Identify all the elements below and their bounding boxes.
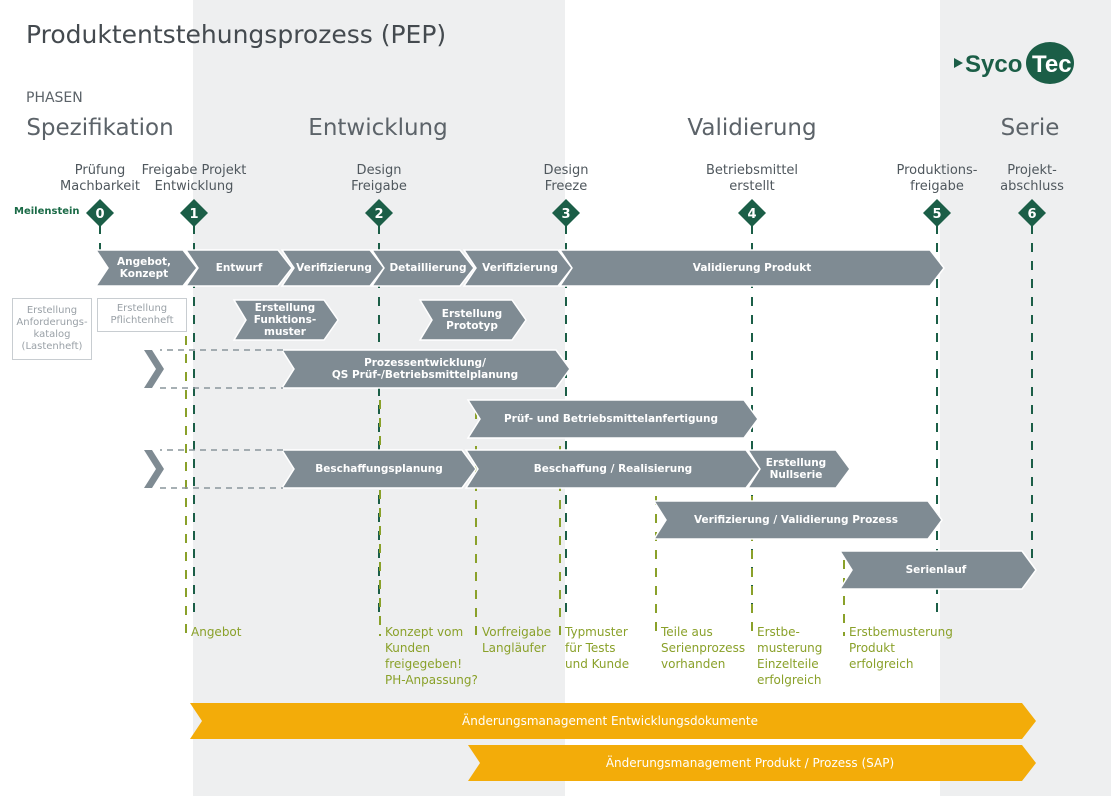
label-verifizierung-1: Verifizierung: [296, 262, 372, 274]
label-nullserie: Erstellung Nullserie: [765, 457, 827, 481]
bar-pruefmittel: [466, 399, 759, 439]
dashed-connector-proz: [160, 349, 283, 389]
label-beschaffungsplanung: Beschaffungsplanung: [315, 463, 443, 475]
milestone-label-5: Produktions- freigabe: [896, 163, 978, 194]
phases-heading: PHASEN: [26, 90, 83, 106]
label-serienlauf: Serienlauf: [905, 564, 967, 576]
bar-aenderung-dokumente: [190, 703, 1036, 739]
label-prototyp: Erstellung Prototyp: [441, 308, 503, 332]
milestone-number-2: 2: [374, 207, 383, 222]
milestone-diamond-2: [365, 199, 393, 227]
phase-spezifikation: Spezifikation: [26, 115, 174, 141]
milestone-label-3: Design Freeze: [543, 163, 589, 194]
label-entwurf: Entwurf: [215, 262, 263, 274]
milestone-number-0: 0: [95, 207, 104, 222]
label-detaillierung: Detaillierung: [389, 262, 467, 274]
milestone-label-2: Design Freigabe: [351, 163, 407, 194]
bar-serienlauf: [838, 550, 1037, 590]
bar-prototyp: [418, 299, 527, 341]
phase-bg-serie: [940, 0, 1111, 796]
bar-verifizierung-1: [280, 249, 385, 287]
bar-verifizierung-2: [462, 249, 573, 287]
bar-prozessentwicklung: [280, 349, 571, 389]
milestone-number-3: 3: [561, 207, 570, 222]
milestone-number-1: 1: [189, 207, 198, 222]
phase-bg-entwicklung: [193, 0, 565, 796]
note-teile-serienprozess: Teile aus Serienprozess vorhanden: [661, 625, 746, 671]
bar-beschaffung: [464, 449, 761, 489]
bar-validierung-produkt: [558, 249, 945, 287]
label-pruefmittel: Prüf- und Betriebsmittelanfertigung: [503, 413, 718, 425]
milestone-number-4: 4: [747, 207, 756, 222]
milestone-diamond-5: [923, 199, 951, 227]
label-verifizierung-prozess: Verifizierung / Validierung Prozess: [693, 514, 899, 526]
milestone-diamond-1: [180, 199, 208, 227]
note-konzept: Konzept vom Kunden freigegeben! PH-Anpas…: [385, 625, 478, 687]
bar-entwurf: [184, 249, 293, 287]
bar-angebot-konzept: [94, 249, 198, 287]
box-lastenheft: Erstellung Anforderungs- katalog (Lasten…: [12, 298, 92, 360]
milestone-diamond-6: [1018, 199, 1046, 227]
note-angebot: Angebot: [191, 625, 242, 639]
label-validierung-produkt: Validierung Produkt: [692, 262, 812, 274]
note-erstbemusterung-einzelteile: Erstbe- musterung Einzelteile erfolgreic…: [757, 625, 823, 687]
label-funktionsmuster: Erstellung Funktions- muster: [253, 302, 317, 338]
svg-text:Syco: Syco: [965, 51, 1022, 78]
note-erstbemusterung-produkt: Erstbemusterung Produkt erfolgreich: [849, 625, 953, 671]
label-aenderung-sap: Änderungsmanagement Produkt / Prozess (S…: [605, 756, 895, 770]
bar-funktionsmuster: [232, 299, 339, 341]
bar-beschaffungsplanung: [280, 449, 477, 489]
phase-entwicklung: Entwicklung: [308, 115, 448, 141]
milestone-label-1: Freigabe Projekt Entwicklung: [141, 163, 247, 194]
label-beschaffung: Beschaffung / Realisierung: [533, 463, 693, 475]
bar-aenderung-sap: [468, 745, 1036, 781]
milestone-label-6: Projekt- abschluss: [1000, 163, 1064, 194]
milestone-number-5: 5: [932, 207, 941, 222]
sycotec-logo: Syco Tec: [954, 40, 1074, 84]
milestone-row-label: Meilenstein: [14, 206, 80, 217]
label-angebot-konzept: Angebot, Konzept: [117, 256, 171, 280]
bar-detaillierung: [370, 249, 475, 287]
small-chevron-proz: [144, 350, 164, 388]
small-chevron-besch: [144, 450, 164, 488]
milestone-number-6: 6: [1027, 207, 1036, 222]
note-vorfreigabe: Vorfreigabe Langläufer: [482, 625, 552, 655]
label-prozessentwicklung: Prozessentwicklung/ QS Prüf-/Betriebsmit…: [331, 357, 519, 381]
phase-validierung: Validierung: [687, 115, 817, 141]
box-pflichtenheft: Erstellung Pflichtenheft: [97, 298, 187, 332]
bar-nullserie: [746, 449, 851, 489]
phase-serie: Serie: [1000, 115, 1060, 141]
milestone-diamond-4: [738, 199, 766, 227]
label-verifizierung-2: Verifizierung: [482, 262, 558, 274]
note-typmuster: Typmuster für Tests und Kunde: [565, 625, 630, 671]
page-title: Produktentstehungsprozess (PEP): [26, 20, 447, 49]
label-aenderung-dokumente: Änderungsmanagement Entwicklungsdokument…: [462, 714, 758, 728]
svg-text:Tec: Tec: [1032, 51, 1072, 78]
milestone-label-0: Prüfung Machbarkeit: [60, 163, 140, 194]
milestone-diamond-0: [86, 199, 114, 227]
dashed-connector-besch: [160, 449, 283, 489]
milestone-diamond-3: [552, 199, 580, 227]
bar-verifizierung-prozess: [652, 500, 943, 540]
milestone-label-4: Betriebsmittel erstellt: [705, 163, 799, 194]
